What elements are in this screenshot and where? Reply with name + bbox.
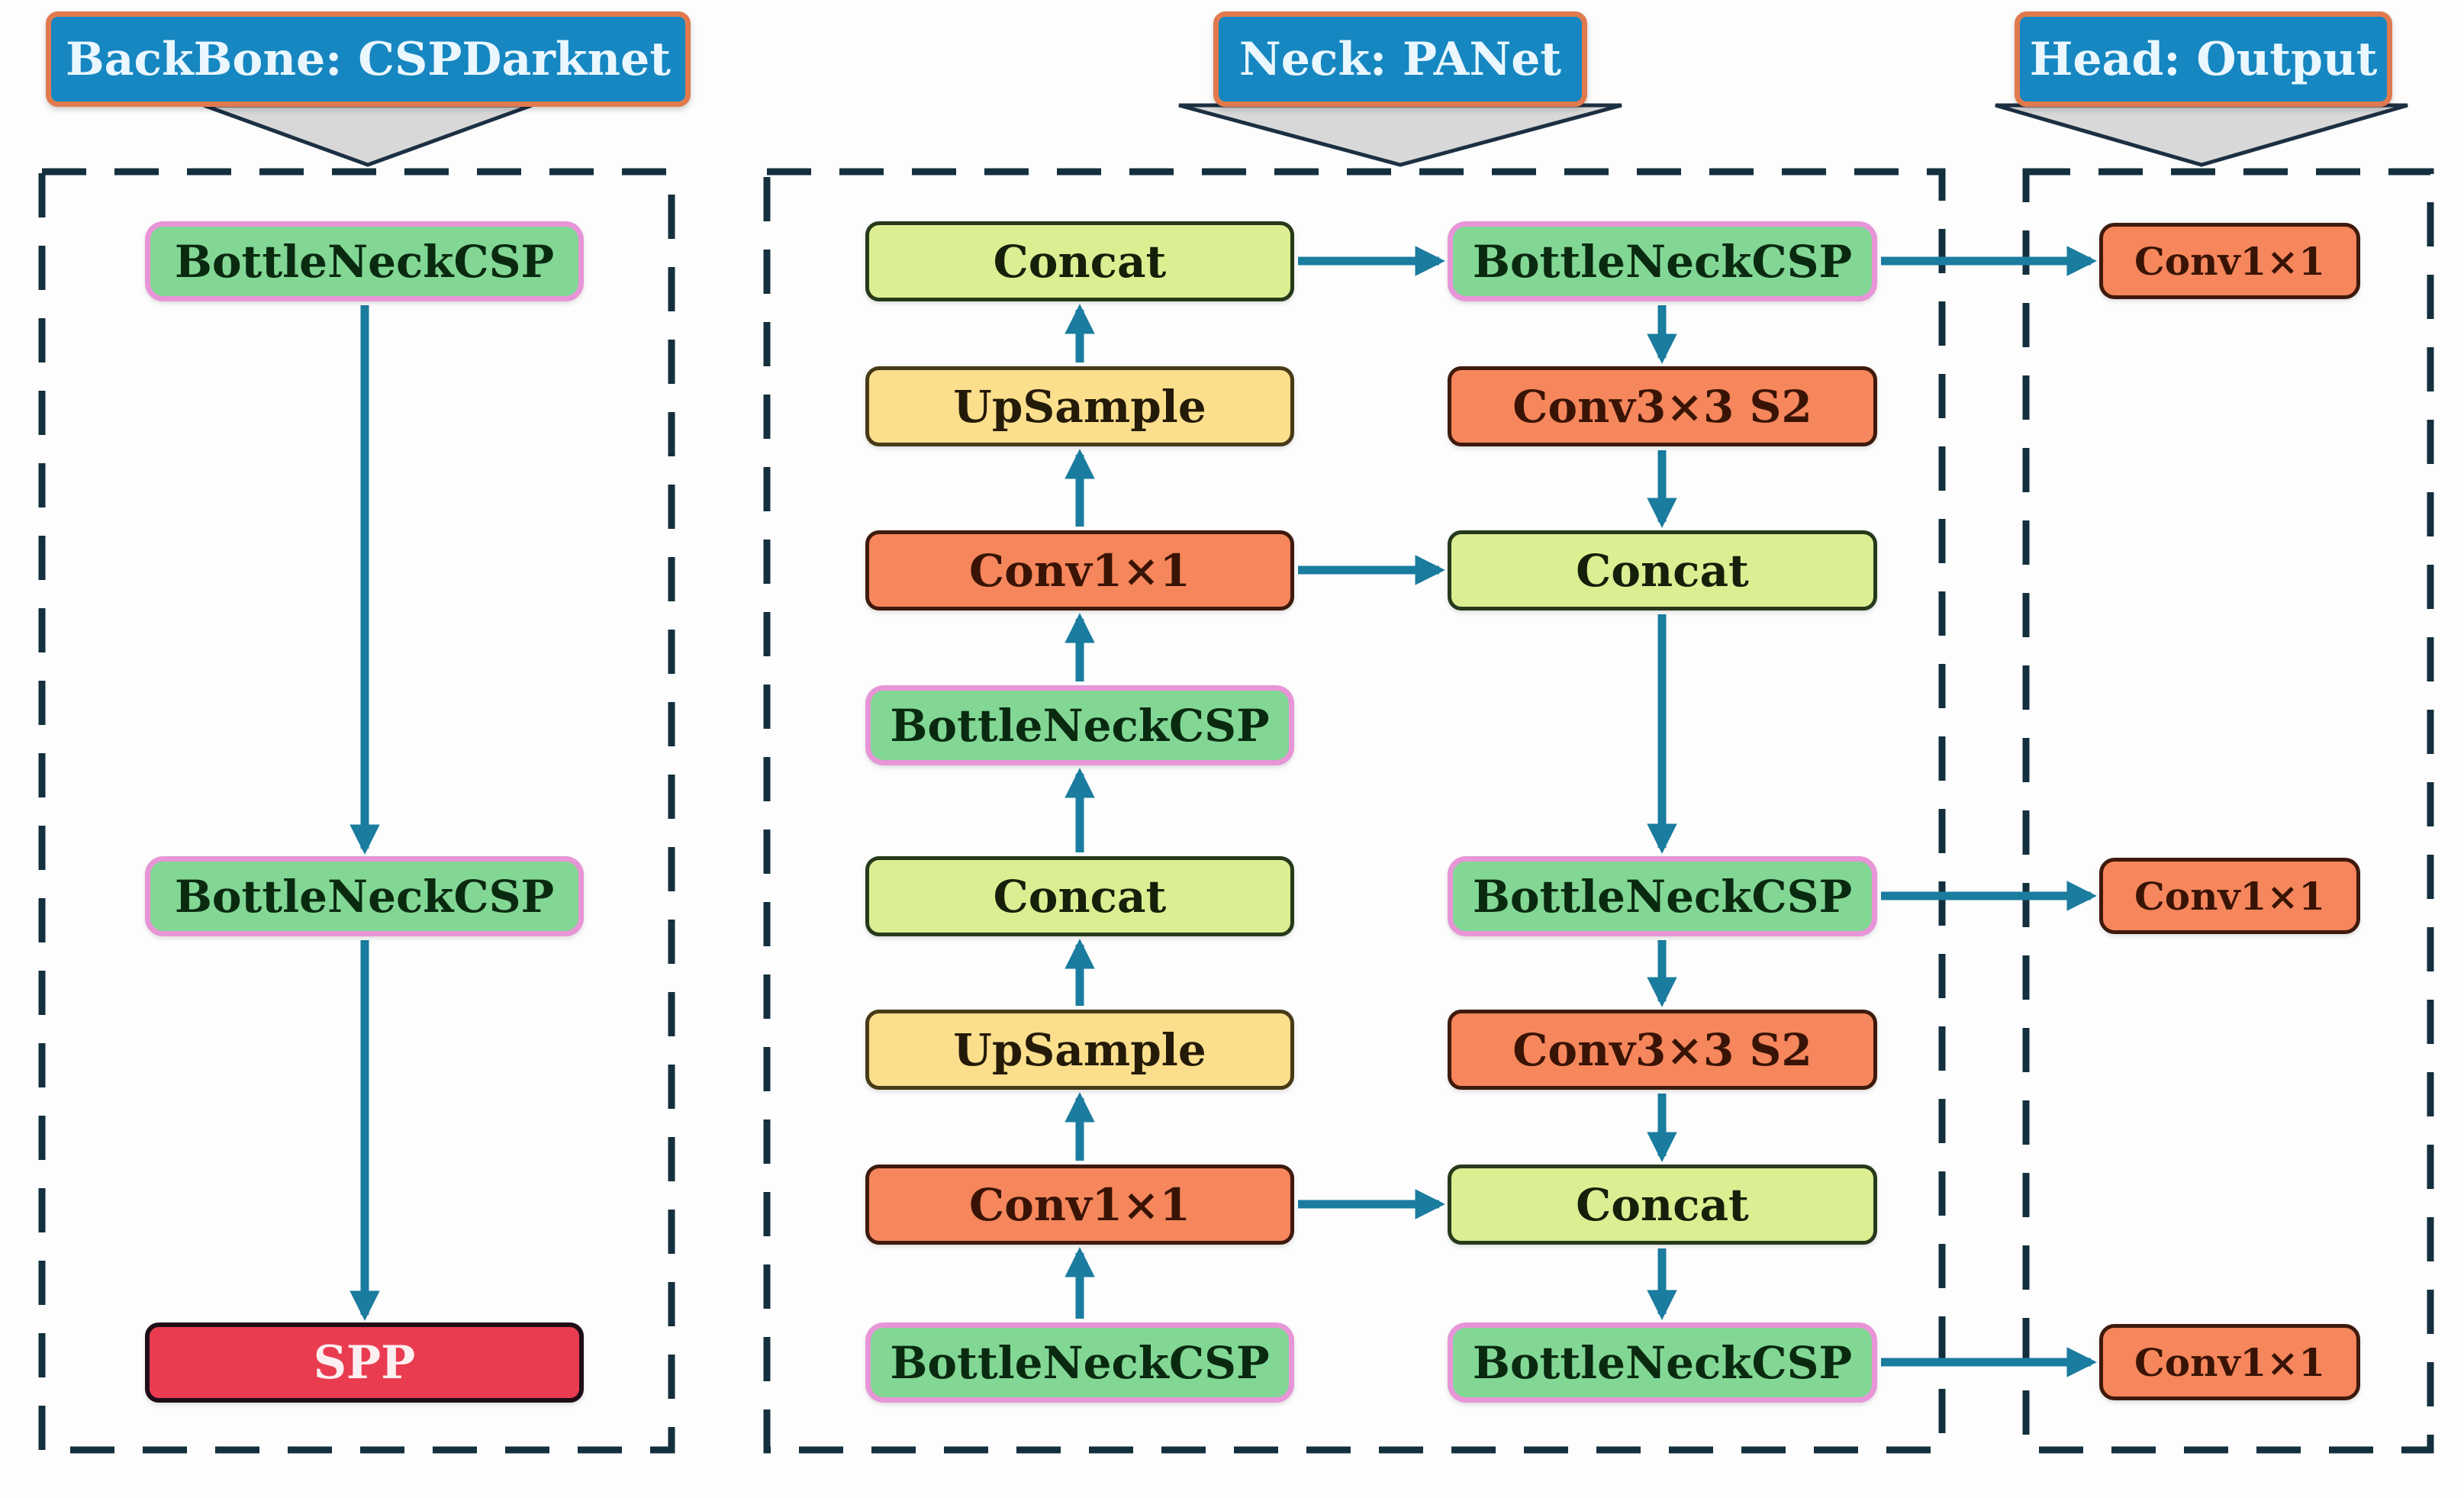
node-label: BottleNeckCSP (890, 699, 1270, 752)
head-header-label: Head: Output (2029, 32, 2378, 86)
neck-header-label: Neck: PANet (1238, 32, 1562, 86)
flow-arrows-layer (349, 246, 2097, 1377)
head-header: Head: Output (2015, 11, 2392, 107)
backbone-header-label: BackBone: CSPDarknet (65, 32, 672, 86)
node-label: Conv1×1 (968, 544, 1191, 597)
node-label: BottleNeckCSP (174, 870, 555, 923)
neck-dashed-container (763, 168, 1946, 1454)
node-label: BottleNeckCSP (890, 1336, 1270, 1389)
neck-left-bottleneckcsp-2: BottleNeckCSP (865, 1322, 1294, 1403)
neck-right-bottleneckcsp-1: BottleNeckCSP (1448, 221, 1877, 301)
neck-left-conv1x1-1: Conv1×1 (865, 530, 1294, 610)
head-conv1x1-3: Conv1×1 (2099, 1324, 2360, 1400)
node-label: Concat (1576, 544, 1749, 597)
neck-left-upsample-1: UpSample (865, 366, 1294, 446)
neck-left-concat-1: Concat (865, 221, 1294, 301)
backbone-spp: SPP (145, 1322, 584, 1403)
node-label: Concat (993, 870, 1167, 923)
backbone-pointer-triangle-icon (203, 103, 533, 167)
node-label: UpSample (953, 380, 1206, 433)
node-label: BottleNeckCSP (1472, 235, 1853, 288)
neck-left-bottleneckcsp-1: BottleNeckCSP (865, 685, 1294, 765)
backbone-header: BackBone: CSPDarknet (46, 11, 691, 107)
backbone-bottleneckcsp-1: BottleNeckCSP (145, 221, 584, 301)
node-label: Conv3×3 S2 (1512, 380, 1812, 433)
node-label: BottleNeckCSP (1472, 870, 1853, 923)
backbone-bottleneckcsp-2: BottleNeckCSP (145, 856, 584, 936)
head-conv1x1-1: Conv1×1 (2099, 223, 2360, 299)
head-dashed-container (2022, 168, 2434, 1454)
node-label: Conv1×1 (2134, 238, 2326, 284)
head-pointer-triangle-icon (1995, 103, 2408, 167)
node-label: Conv1×1 (2134, 1339, 2326, 1385)
node-label: Concat (1576, 1178, 1749, 1231)
node-label: SPP (313, 1335, 416, 1390)
neck-left-conv1x1-2: Conv1×1 (865, 1165, 1294, 1245)
neck-right-conv3x3s2-2: Conv3×3 S2 (1448, 1010, 1877, 1090)
neck-header: Neck: PANet (1213, 11, 1587, 107)
node-label: UpSample (953, 1023, 1206, 1076)
neck-right-concat-1: Concat (1448, 530, 1877, 610)
node-label: Conv1×1 (968, 1178, 1191, 1231)
node-label: BottleNeckCSP (1472, 1336, 1853, 1389)
node-label: Concat (993, 235, 1167, 288)
neck-right-concat-2: Concat (1448, 1165, 1877, 1245)
node-label: Conv1×1 (2134, 873, 2326, 919)
neck-right-bottleneckcsp-3: BottleNeckCSP (1448, 1322, 1877, 1403)
node-label: BottleNeckCSP (174, 235, 555, 288)
neck-left-upsample-2: UpSample (865, 1010, 1294, 1090)
backbone-dashed-container (38, 168, 675, 1454)
neck-right-bottleneckcsp-2: BottleNeckCSP (1448, 856, 1877, 936)
node-label: Conv3×3 S2 (1512, 1023, 1812, 1076)
neck-left-concat-2: Concat (865, 856, 1294, 936)
neck-pointer-triangle-icon (1178, 103, 1622, 167)
neck-right-conv3x3s2-1: Conv3×3 S2 (1448, 366, 1877, 446)
head-conv1x1-2: Conv1×1 (2099, 858, 2360, 934)
